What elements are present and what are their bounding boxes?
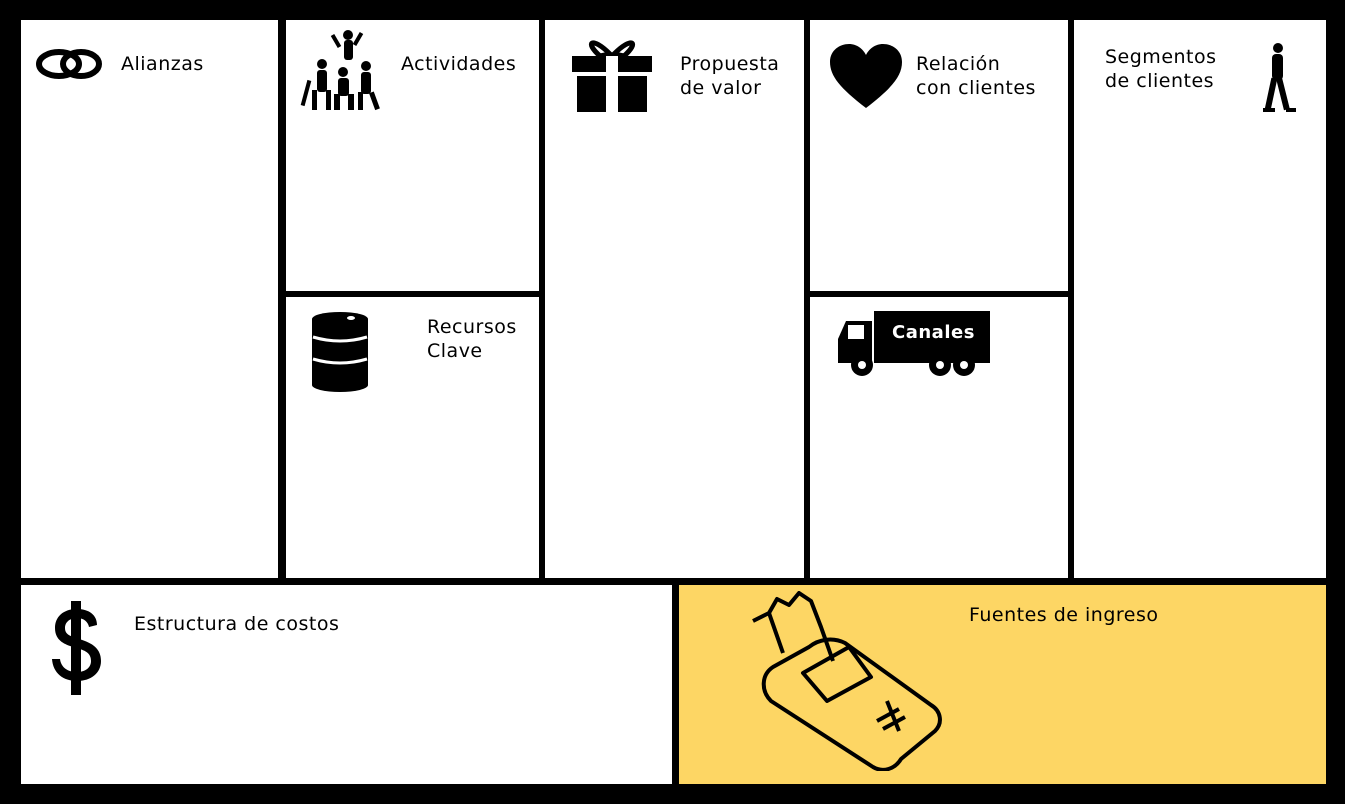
truck-icon <box>838 311 990 376</box>
payment-terminal-icon <box>752 591 942 771</box>
block-alianzas: Alianzas <box>21 20 278 578</box>
block-title: Propuesta de valor <box>680 53 780 99</box>
block-segmentos-de-clientes: Segmentos de clientes <box>1074 20 1326 578</box>
block-fuentes-de-ingreso: Fuentes de ingreso <box>679 585 1326 784</box>
block-title: Alianzas <box>121 53 204 75</box>
block-title: Recursos Clave <box>427 316 517 362</box>
heart-icon <box>830 44 902 108</box>
block-estructura-de-costos: Estructura de costos <box>21 585 672 784</box>
block-title: Relación con clientes <box>916 53 1036 99</box>
rings-icon <box>36 49 102 79</box>
block-title: Canales <box>892 322 975 343</box>
block-title: Estructura de costos <box>134 613 340 635</box>
block-title: Segmentos de clientes <box>1105 46 1217 92</box>
block-propuesta-de-valor: Propuesta de valor <box>545 20 804 578</box>
block-canales: Canales <box>810 297 1068 578</box>
dollar-icon <box>52 601 101 695</box>
block-title: Fuentes de ingreso <box>969 604 1159 626</box>
block-recursos-clave: Recursos Clave <box>286 297 539 578</box>
gift-icon <box>572 40 652 112</box>
barrel-icon <box>312 312 368 392</box>
team-icon <box>300 30 380 111</box>
walking-person-icon <box>1263 43 1296 112</box>
block-actividades: Actividades <box>286 20 539 291</box>
block-relacion-con-clientes: Relación con clientes <box>810 20 1068 291</box>
block-title: Actividades <box>401 53 517 75</box>
